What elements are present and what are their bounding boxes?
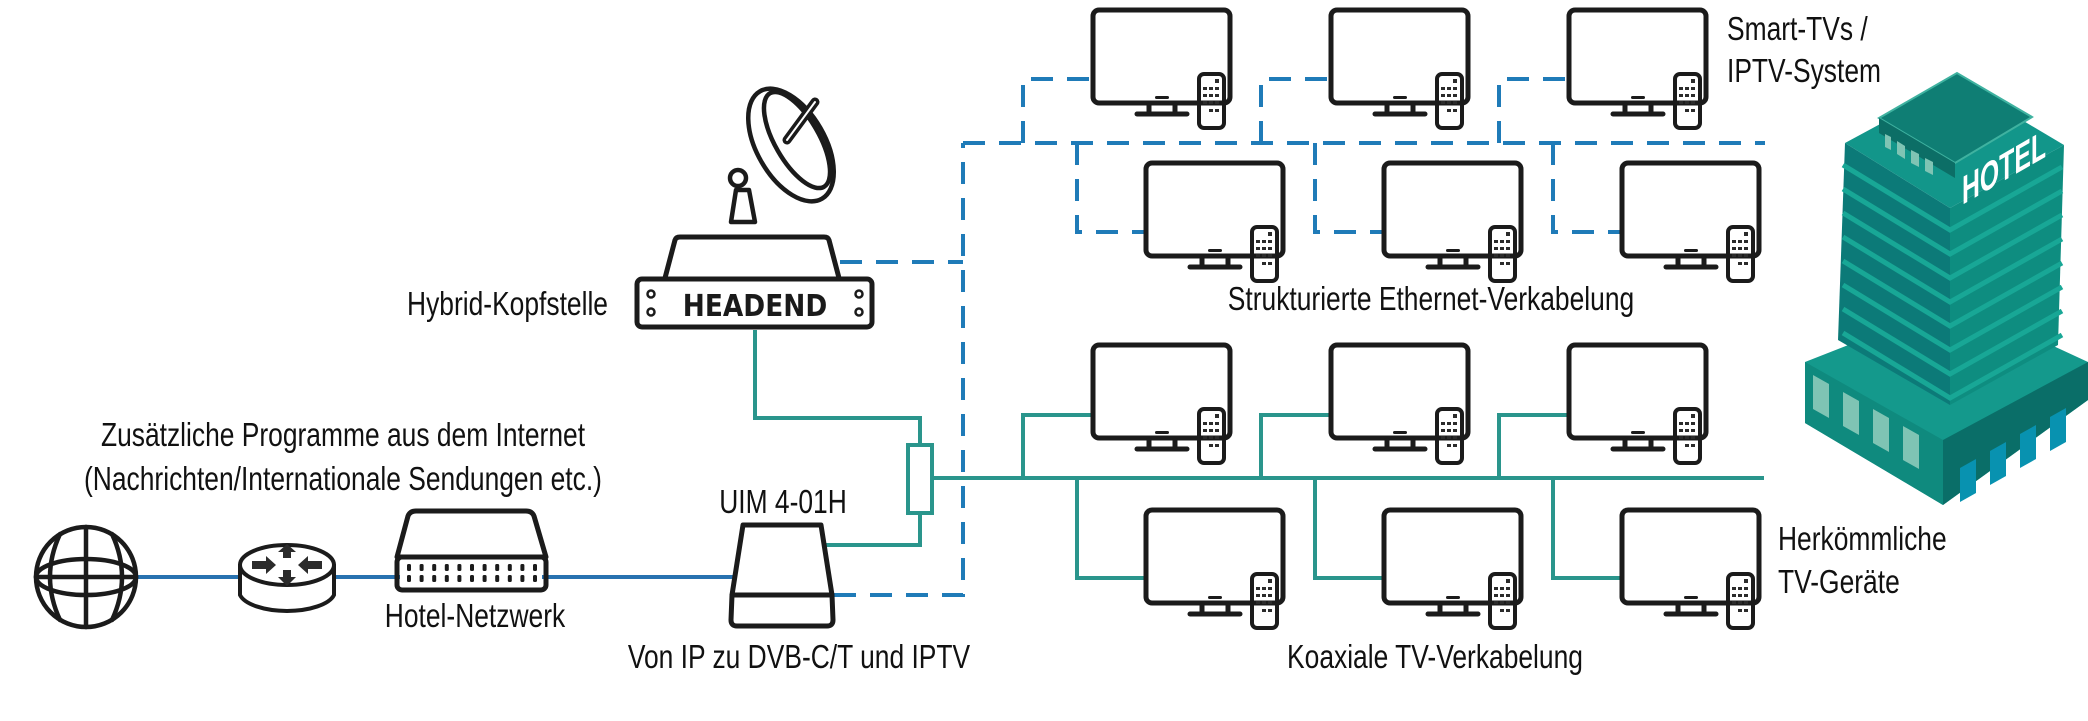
uim-ethernet-cable xyxy=(834,143,965,597)
tv-with-remote-icon xyxy=(1093,345,1230,463)
tv-with-remote-icon xyxy=(1146,510,1283,628)
legacy-tv-sublabel: TV-Geräte xyxy=(1778,564,1900,600)
smart-tv-row-1 xyxy=(1093,10,1706,128)
uim-coax-cable xyxy=(824,513,922,547)
smart-tv-label: Smart-TVs / xyxy=(1727,11,1868,47)
hotel-building-icon: HOTEL xyxy=(1805,71,2088,505)
switch-port xyxy=(457,575,462,582)
tower-floor-stripe xyxy=(1841,306,2064,377)
switch-port xyxy=(432,575,437,582)
ethernet-cabling-label: Strukturierte Ethernet-Verkabelung xyxy=(1228,281,1634,317)
tv-with-remote-icon xyxy=(1622,510,1759,628)
globe-icon xyxy=(33,524,139,630)
tower-floor-stripe xyxy=(1841,258,2064,329)
smart-tv-sublabel: IPTV-System xyxy=(1727,53,1881,89)
coax-branch xyxy=(1021,413,1093,478)
coax-cabling xyxy=(753,330,1764,580)
switch-port xyxy=(495,564,500,571)
ethernet-branch xyxy=(1497,77,1569,143)
switch-port xyxy=(457,564,462,571)
internet-programs-sublabel: (Nachrichten/Internationale Sendungen et… xyxy=(84,461,602,497)
tv-with-remote-icon xyxy=(1331,345,1468,463)
coax-branch xyxy=(1259,413,1331,478)
uim-device-icon xyxy=(728,522,836,629)
headend-box-label: HEADEND xyxy=(683,288,827,323)
ethernet-cabling xyxy=(834,77,1765,597)
tv-grid xyxy=(1093,10,1759,628)
switch-port xyxy=(470,564,474,571)
hotel-network-label: Hotel-Netzwerk xyxy=(385,598,565,634)
router-icon xyxy=(238,543,336,613)
smart-tv-row-2 xyxy=(1146,163,1759,281)
switch-port xyxy=(507,564,512,571)
headend-coax-cable xyxy=(753,330,922,445)
coax-branch xyxy=(1075,478,1146,580)
switch-port xyxy=(520,564,525,571)
ethernet-branch xyxy=(1075,143,1146,234)
network-switch-icon xyxy=(394,508,549,593)
tower-floor-stripe xyxy=(1841,210,2064,281)
switch-port xyxy=(470,575,474,582)
legacy-tv-row-2 xyxy=(1146,510,1759,628)
switch-port xyxy=(482,564,487,571)
tv-with-remote-icon xyxy=(1569,345,1706,463)
switch-port xyxy=(444,564,449,571)
switch-port xyxy=(482,575,487,582)
tv-with-remote-icon xyxy=(1622,163,1759,281)
switch-port xyxy=(419,575,424,582)
uim-model-label: UIM 4-01H xyxy=(719,484,847,520)
tower-floor-stripe xyxy=(1841,162,2064,233)
tv-with-remote-icon xyxy=(1569,10,1706,128)
headend-label: Hybrid-Kopfstelle xyxy=(407,286,608,322)
switch-port xyxy=(444,575,449,582)
tv-with-remote-icon xyxy=(1384,510,1521,628)
uim-caption: Von IP zu DVB-C/T und IPTV xyxy=(628,639,970,675)
switch-port xyxy=(507,575,512,582)
legacy-tv-row-1 xyxy=(1093,345,1706,463)
ethernet-branch xyxy=(1259,77,1331,143)
switch-port xyxy=(520,575,525,582)
switch-port xyxy=(419,564,424,571)
satellite-dish-icon xyxy=(727,86,837,225)
tower-floor-stripe xyxy=(1841,330,2064,401)
coax-branch xyxy=(1551,478,1623,580)
coax-branch xyxy=(1313,478,1384,580)
tv-with-remote-icon xyxy=(1093,10,1230,128)
switch-port xyxy=(495,575,500,582)
switch-port xyxy=(533,564,537,571)
ethernet-branch xyxy=(1551,143,1623,234)
headend-icon: HEADEND xyxy=(634,234,875,330)
legacy-tv-label: Herkömmliche xyxy=(1778,521,1947,557)
tower-floor-stripe xyxy=(1841,282,2064,353)
tv-with-remote-icon xyxy=(1146,163,1283,281)
coax-cabling-label: Koaxiale TV-Verkabelung xyxy=(1287,639,1583,675)
internet-programs-label: Zusätzliche Programme aus dem Internet xyxy=(101,417,586,453)
tv-with-remote-icon xyxy=(1331,10,1468,128)
switch-port xyxy=(533,575,537,582)
switch-port xyxy=(407,564,411,571)
combiner-icon xyxy=(906,443,934,515)
ethernet-branch xyxy=(1021,77,1093,143)
tower-floor-stripe xyxy=(1841,186,2064,257)
coax-branch xyxy=(1497,413,1569,478)
switch-port xyxy=(407,575,411,582)
tv-with-remote-icon xyxy=(1384,163,1521,281)
ethernet-branch xyxy=(1313,143,1384,234)
tower-floor-stripe xyxy=(1841,234,2064,305)
switch-port xyxy=(432,564,437,571)
